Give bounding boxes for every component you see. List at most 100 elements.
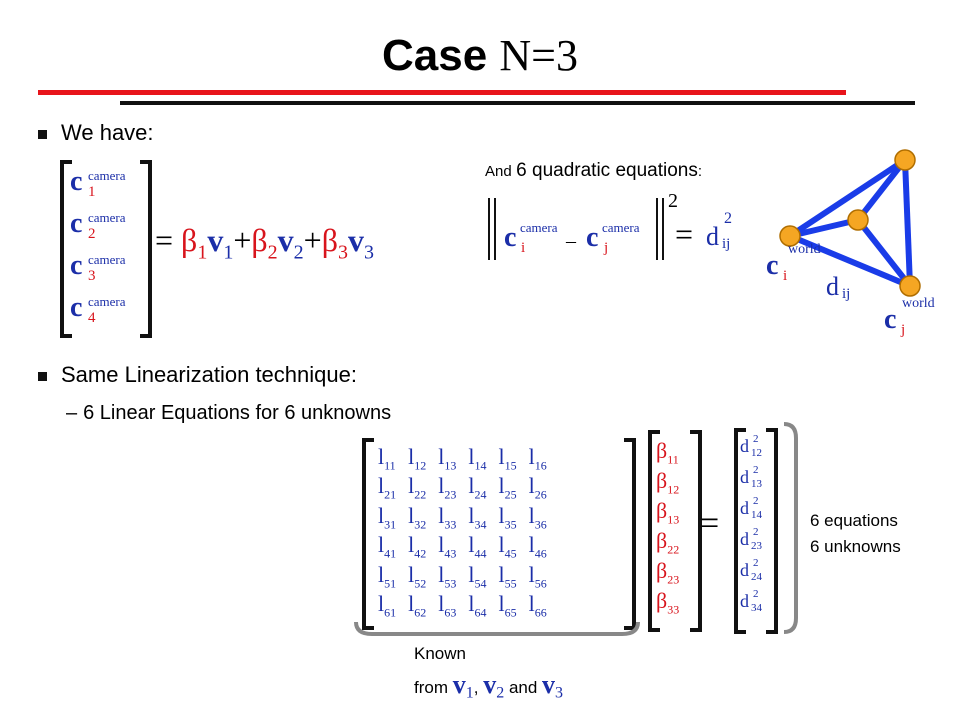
l-index: 66 [534,605,547,620]
diagram-node [847,209,869,231]
norm-content: c camera i – c camera j [504,220,654,262]
d-vector-right-bracket [766,428,778,634]
l-matrix-cell: l53 [432,562,462,591]
diagram-edge [788,157,907,239]
l-matrix-cell: l45 [493,532,523,561]
bullet-we-have-text: We have: [61,120,154,145]
l-symbol: l [468,590,475,616]
beta-index: 3 [337,241,348,264]
l-matrix-cell: l33 [432,503,462,532]
quadratic-label-and: And [485,163,512,180]
beta-symbol: β [656,498,668,523]
v-symbol: v [277,222,294,258]
l-matrix-cell: l35 [493,503,523,532]
camera-idx: 1 [88,184,96,200]
v1-symbol: v [452,670,466,699]
l-matrix-cell: l54 [462,562,492,591]
d-exponent: 2 [753,433,759,445]
beta-index: 33 [667,602,680,617]
l-index: 23 [444,487,457,502]
l-symbol: l [468,561,475,587]
l-index: 32 [414,517,427,532]
beta-symbol: β [656,528,668,553]
diagram-nodes [779,149,921,297]
camera-entry-1: c camera 1 [70,166,126,200]
right-brace-path [783,422,798,634]
beta-index: 22 [667,542,680,557]
c-i-letter: c [504,222,517,253]
ci-index: i [783,268,788,284]
l-matrix-cell: l12 [402,444,432,473]
l-index: 41 [384,546,397,561]
camera-vector-right-bracket [140,160,152,338]
l-index: 64 [474,605,487,620]
camera-idx: 4 [88,310,96,326]
l-symbol: l [378,473,385,499]
bullet-we-have: We have: [38,120,154,146]
l-matrix-cell: l66 [523,591,553,620]
l-index: 21 [384,487,397,502]
d-index: 34 [751,602,762,614]
l-index: 31 [384,517,397,532]
camera-idx: 2 [88,226,96,242]
camera-sup: camera [88,252,126,267]
norm-equals: = [675,216,694,252]
beta-index: 2 [267,241,278,264]
camera-sup: camera [88,168,126,183]
d-symbol: d [740,436,749,456]
l-index: 33 [444,517,457,532]
bottom-brace-path [354,621,640,636]
bullet-square-icon [38,129,47,139]
l-matrix-cell: l44 [462,532,492,561]
l-symbol: l [498,561,505,587]
diagram-node [779,225,801,247]
l-matrix-cell: l62 [402,591,432,620]
l-symbol: l [498,532,505,558]
beta-symbol: β [181,222,198,258]
diagram-edge [789,217,859,239]
l-matrix-cell: l15 [493,444,523,473]
diagram-edge [855,158,908,222]
l-index: 54 [474,575,487,590]
beta-symbol: β [321,222,338,258]
cj-letter: c [884,304,897,335]
l-symbol: l [528,502,535,528]
from-vectors-label: from v1, v2 and v3 [414,670,563,702]
l-matrix-cell: l41 [372,532,402,561]
norm-exponent: 2 [668,190,678,212]
l-symbol: l [408,532,415,558]
diagram-edges [788,157,913,289]
l-index: 65 [504,605,517,620]
equations-note: 6 equations 6 unknowns [810,508,901,560]
diagram-node [894,149,916,171]
d-exponent: 2 [753,588,759,600]
beta-symbol: β [656,468,668,493]
beta-entry: β11 [656,438,696,468]
d-symbol: d [740,467,749,487]
l-index: 14 [474,458,487,473]
v3-index: 3 [555,684,564,702]
beta-index: 11 [667,452,679,467]
label-ci-world: c i world [766,242,846,290]
title-rest: N=3 [499,31,578,80]
l-index: 45 [504,546,517,561]
l-symbol: l [438,590,445,616]
right-brace [783,422,798,634]
camera-entry-2: c camera 2 [70,208,126,242]
l-matrix-cell: l16 [523,444,553,473]
camera-entry-3: c camera 3 [70,250,126,284]
beta-index: 13 [667,512,680,527]
l-index: 34 [474,517,487,532]
d-index: 13 [751,478,762,490]
l-symbol: l [528,473,535,499]
l-matrix-cell: l65 [493,591,523,620]
d-ij-letter: d [706,222,719,251]
sub-bullet: –6 Linear Equations for 6 unknowns [66,402,392,424]
c-i-index: i [521,240,526,256]
l-index: 11 [384,458,396,473]
equations-note-line-2: 6 unknowns [810,537,901,556]
